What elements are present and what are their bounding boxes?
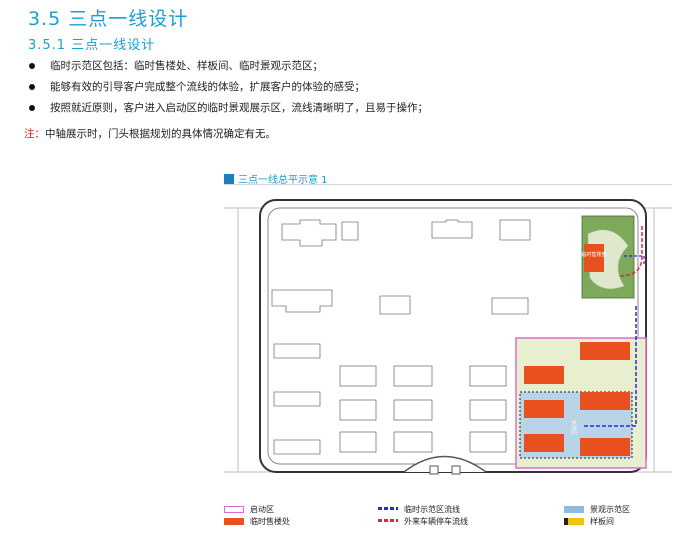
bullet-text: 临时示范区包括：临时售楼处、样板间、临时景观示范区； [50, 60, 323, 72]
legend-item: 临时示范区流线 [378, 504, 460, 515]
bullet-text: 能够有效的引导客户完成整个流线的体验，扩展客户的体验的感受； [50, 81, 365, 93]
figure-title-rule [224, 184, 672, 185]
landscape-zone-swatch-icon [564, 506, 584, 513]
gate-icon [429, 465, 439, 475]
figure-title-text: 三点一线总平示意 1 [238, 175, 328, 186]
site-plan: 临时售楼部 示范区 [224, 186, 672, 496]
demo-flow-line [584, 306, 637, 427]
model-unit-blocks [524, 342, 630, 456]
demo-flow-line [624, 255, 645, 266]
demo-area-label: 示范区 [570, 420, 577, 435]
bullet-list: 临时示范区包括：临时售楼处、样板间、临时景观示范区； 能够有效的引导客户完成整个… [28, 59, 428, 122]
gate-icon [451, 465, 461, 475]
demo-flow-swatch-icon [378, 507, 398, 510]
legend: 启动区 临时售楼处 临时示范区流线 外来车辆停车流线 景观示范区 样板间 [224, 498, 672, 528]
figure-title: 三点一线总平示意 1 [224, 171, 328, 186]
main-entrance [403, 455, 487, 473]
legend-item: 临时售楼处 [224, 516, 290, 527]
sales-office-block [584, 244, 604, 272]
model-unit-swatch-icon [564, 518, 584, 525]
launch-zone-swatch-icon [224, 506, 244, 513]
bullet-item: 临时示范区包括：临时售楼处、样板间、临时景观示范区； [28, 59, 428, 80]
parking-flow-swatch-icon [378, 519, 398, 522]
bullet-text: 按照就近原则，客户进入启动区的临时景观展示区，流线清晰明了，且易于操作； [50, 102, 428, 114]
sales-office-label: 临时售楼部 [581, 251, 606, 258]
highrise-buildings [271, 219, 531, 455]
legend-item: 景观示范区 [564, 504, 630, 515]
note-text: 中轴展示时，门头根据规划的具体情况确定有无。 [45, 128, 276, 140]
sales-office-swatch-icon [224, 518, 244, 525]
note-label: 注： [24, 128, 45, 140]
legend-item: 外来车辆停车流线 [378, 516, 468, 527]
bullet-dot-icon [29, 63, 35, 69]
note: 注：中轴展示时，门头根据规划的具体情况确定有无。 [24, 127, 276, 141]
bullet-item: 能够有效的引导客户完成整个流线的体验，扩展客户的体验的感受； [28, 80, 428, 101]
bullet-dot-icon [29, 84, 35, 90]
parking-flow-line [619, 226, 643, 277]
bullet-item: 按照就近原则，客户进入启动区的临时景观展示区，流线清晰明了，且易于操作； [28, 101, 428, 122]
townhouse-blocks [339, 365, 507, 453]
bullet-dot-icon [29, 105, 35, 111]
launch-zone-outline [515, 337, 647, 469]
section-title: 3.5 三点一线设计 [28, 8, 189, 30]
subsection-title: 3.5.1 三点一线设计 [28, 38, 156, 53]
legend-item: 样板间 [564, 516, 614, 527]
title-marker-icon [224, 174, 234, 184]
legend-item: 启动区 [224, 504, 274, 515]
